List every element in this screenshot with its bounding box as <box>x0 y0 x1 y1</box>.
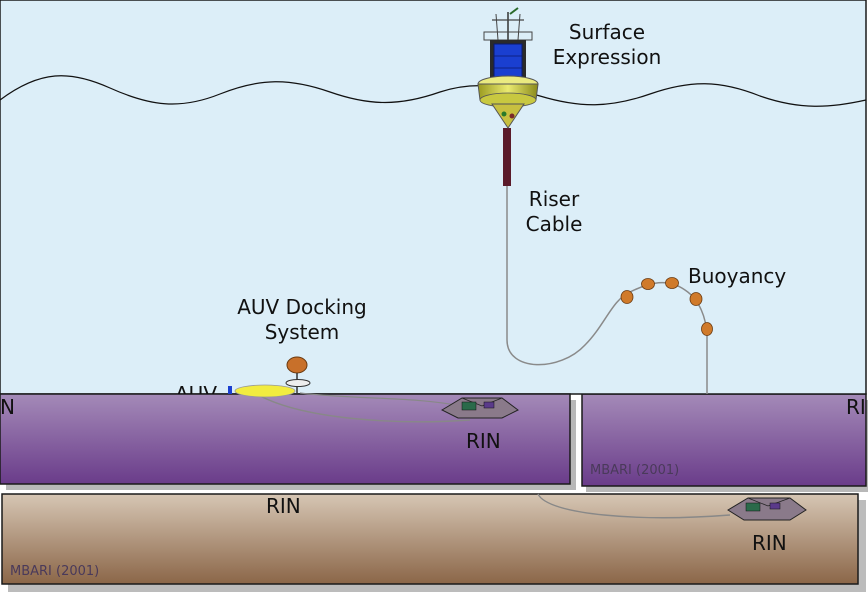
seafloor-cable-lower <box>537 493 731 519</box>
left-seafloor-panel <box>0 393 576 490</box>
rin-node-center <box>440 397 519 419</box>
buoyancy-floats <box>620 277 713 336</box>
auv-label-partial: AUV <box>175 384 217 394</box>
surface-expression-line2: Expression <box>552 45 662 69</box>
surface-buoy <box>477 7 539 129</box>
auv-docking-line2: System <box>264 320 340 344</box>
riser-segment <box>503 128 511 186</box>
auv-docking-line1: AUV Docking <box>237 295 367 319</box>
buoyancy-label: Buoyancy <box>688 264 787 288</box>
water-column-panel <box>0 0 867 395</box>
rin-node-lower-right <box>727 497 807 521</box>
credit-right-panel: MBARI (2001) <box>590 463 680 478</box>
auv-docking-system-label: AUV Docking System <box>228 295 376 345</box>
rin-label-lower-right: RIN <box>752 531 787 555</box>
riser-cable-label: Riser Cable <box>516 187 592 237</box>
auv-vehicle <box>228 384 296 398</box>
surface-expression-label: Surface Expression <box>548 20 666 70</box>
riser-cable-line1: Riser <box>528 187 580 211</box>
edge-label-right: RI <box>846 395 866 419</box>
sea-surface-wave <box>0 75 867 107</box>
edge-label-left: N <box>0 395 15 419</box>
auv-docking-system <box>285 356 311 394</box>
seafloor-cable-left <box>254 392 471 423</box>
rin-label-lower-left: RIN <box>266 494 301 518</box>
surface-expression-line1: Surface <box>568 20 646 44</box>
credit-bottom-panel: MBARI (2001) <box>10 564 100 579</box>
right-seafloor-panel <box>581 393 868 492</box>
riser-cable-line2: Cable <box>525 212 583 236</box>
rin-label-center: RIN <box>466 429 501 453</box>
